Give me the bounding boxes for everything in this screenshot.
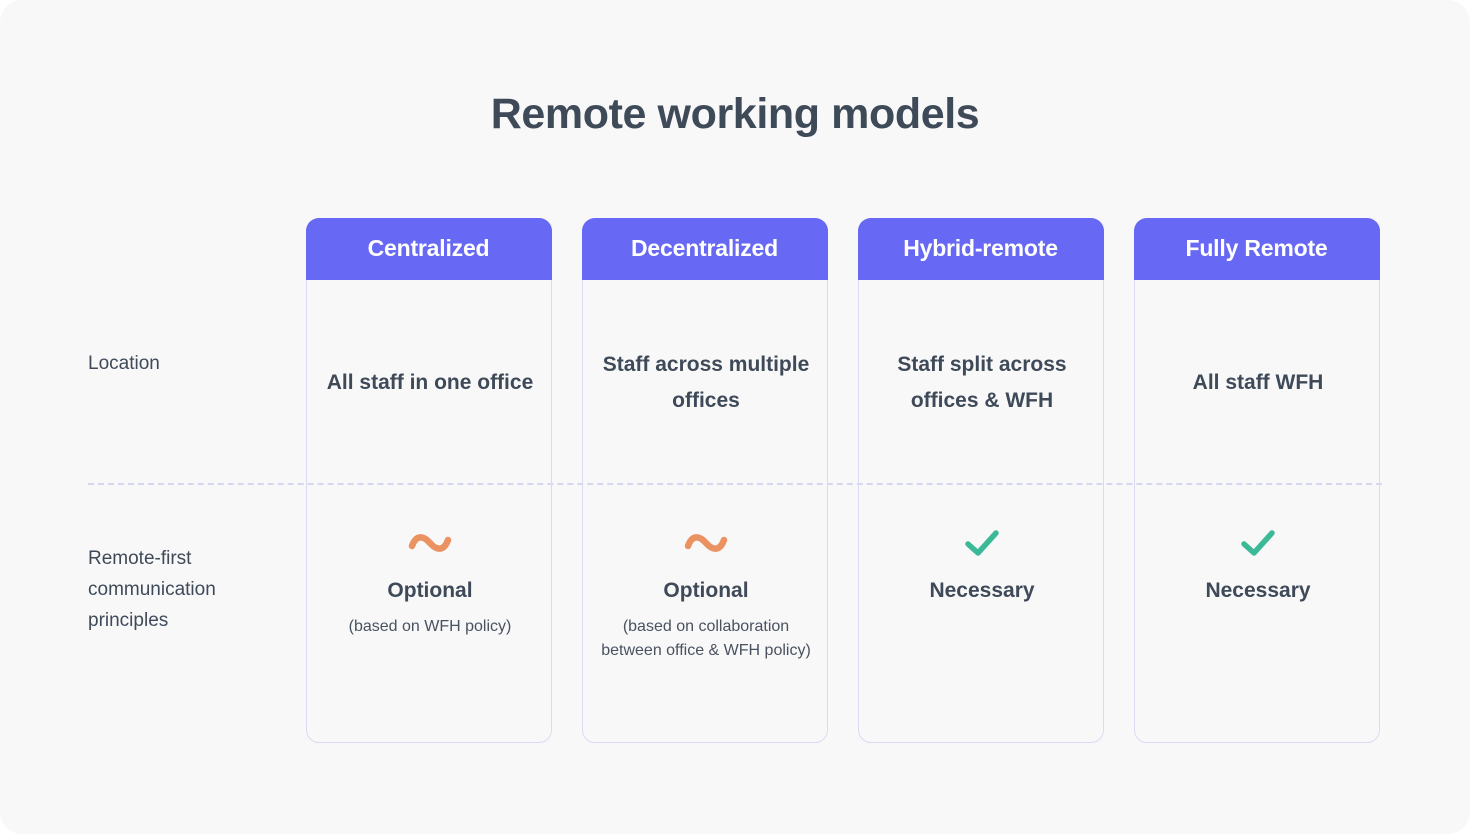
row-label-column: Location Remote-first communication prin…: [88, 218, 288, 746]
check-icon: [1143, 521, 1373, 565]
cell-communication-status: Necessary: [929, 579, 1035, 602]
column-header-centralized[interactable]: Centralized: [305, 217, 552, 280]
cell-communication-status: Optional: [663, 579, 749, 602]
column-card-centralized[interactable]: Centralized All staff in one office Opti…: [305, 217, 553, 744]
cell-communication-note: (based on WFH policy): [348, 617, 512, 635]
tilde-icon: [315, 521, 545, 565]
row-divider: [88, 483, 1382, 485]
cell-location-text: Staff across multiple offices: [602, 352, 810, 412]
page-title: Remote working models: [490, 90, 980, 138]
cell-communication-fully-remote: Necessary: [1135, 485, 1381, 744]
cell-communication-note: (based on collaboration between office &…: [601, 617, 811, 660]
column-header-hybrid-remote[interactable]: Hybrid-remote: [857, 217, 1104, 280]
column-card-decentralized[interactable]: Decentralized Staff across multiple offi…: [581, 217, 829, 744]
column-cards: Centralized All staff in one office Opti…: [0, 217, 1470, 746]
cell-communication-hybrid-remote: Necessary: [859, 485, 1105, 744]
check-icon: [867, 521, 1097, 565]
column-header-decentralized[interactable]: Decentralized: [581, 217, 828, 280]
cell-communication-status: Necessary: [1205, 579, 1311, 602]
cell-location-text: All staff WFH: [1192, 370, 1324, 394]
column-header-label: Decentralized: [631, 235, 778, 261]
cell-location-text: All staff in one office: [326, 370, 534, 394]
column-card-fully-remote[interactable]: Fully Remote All staff WFH Necessary: [1133, 217, 1381, 744]
cell-communication-centralized: Optional (based on WFH policy): [307, 485, 553, 744]
cell-communication-status: Optional: [387, 579, 473, 602]
row-label-remote-first-communication-principles: Remote-first communication principles: [88, 548, 216, 631]
column-card-hybrid-remote[interactable]: Hybrid-remote Staff split across offices…: [857, 217, 1105, 744]
row-label-location: Location: [88, 353, 160, 374]
cell-location-decentralized: Staff across multiple offices: [583, 281, 829, 485]
cell-location-hybrid-remote: Staff split across offices & WFH: [859, 281, 1105, 485]
column-header-label: Hybrid-remote: [903, 235, 1058, 261]
tilde-icon: [591, 521, 821, 565]
matrix-grid: Location Remote-first communication prin…: [0, 217, 1470, 746]
cell-location-centralized: All staff in one office: [307, 281, 553, 485]
cell-location-text: Staff split across offices & WFH: [897, 352, 1067, 412]
column-header-label: Fully Remote: [1185, 235, 1328, 261]
cell-communication-decentralized: Optional (based on collaboration between…: [583, 485, 829, 744]
column-header-fully-remote[interactable]: Fully Remote: [1133, 217, 1380, 280]
column-header-label: Centralized: [367, 235, 490, 261]
cell-location-fully-remote: All staff WFH: [1135, 281, 1381, 485]
